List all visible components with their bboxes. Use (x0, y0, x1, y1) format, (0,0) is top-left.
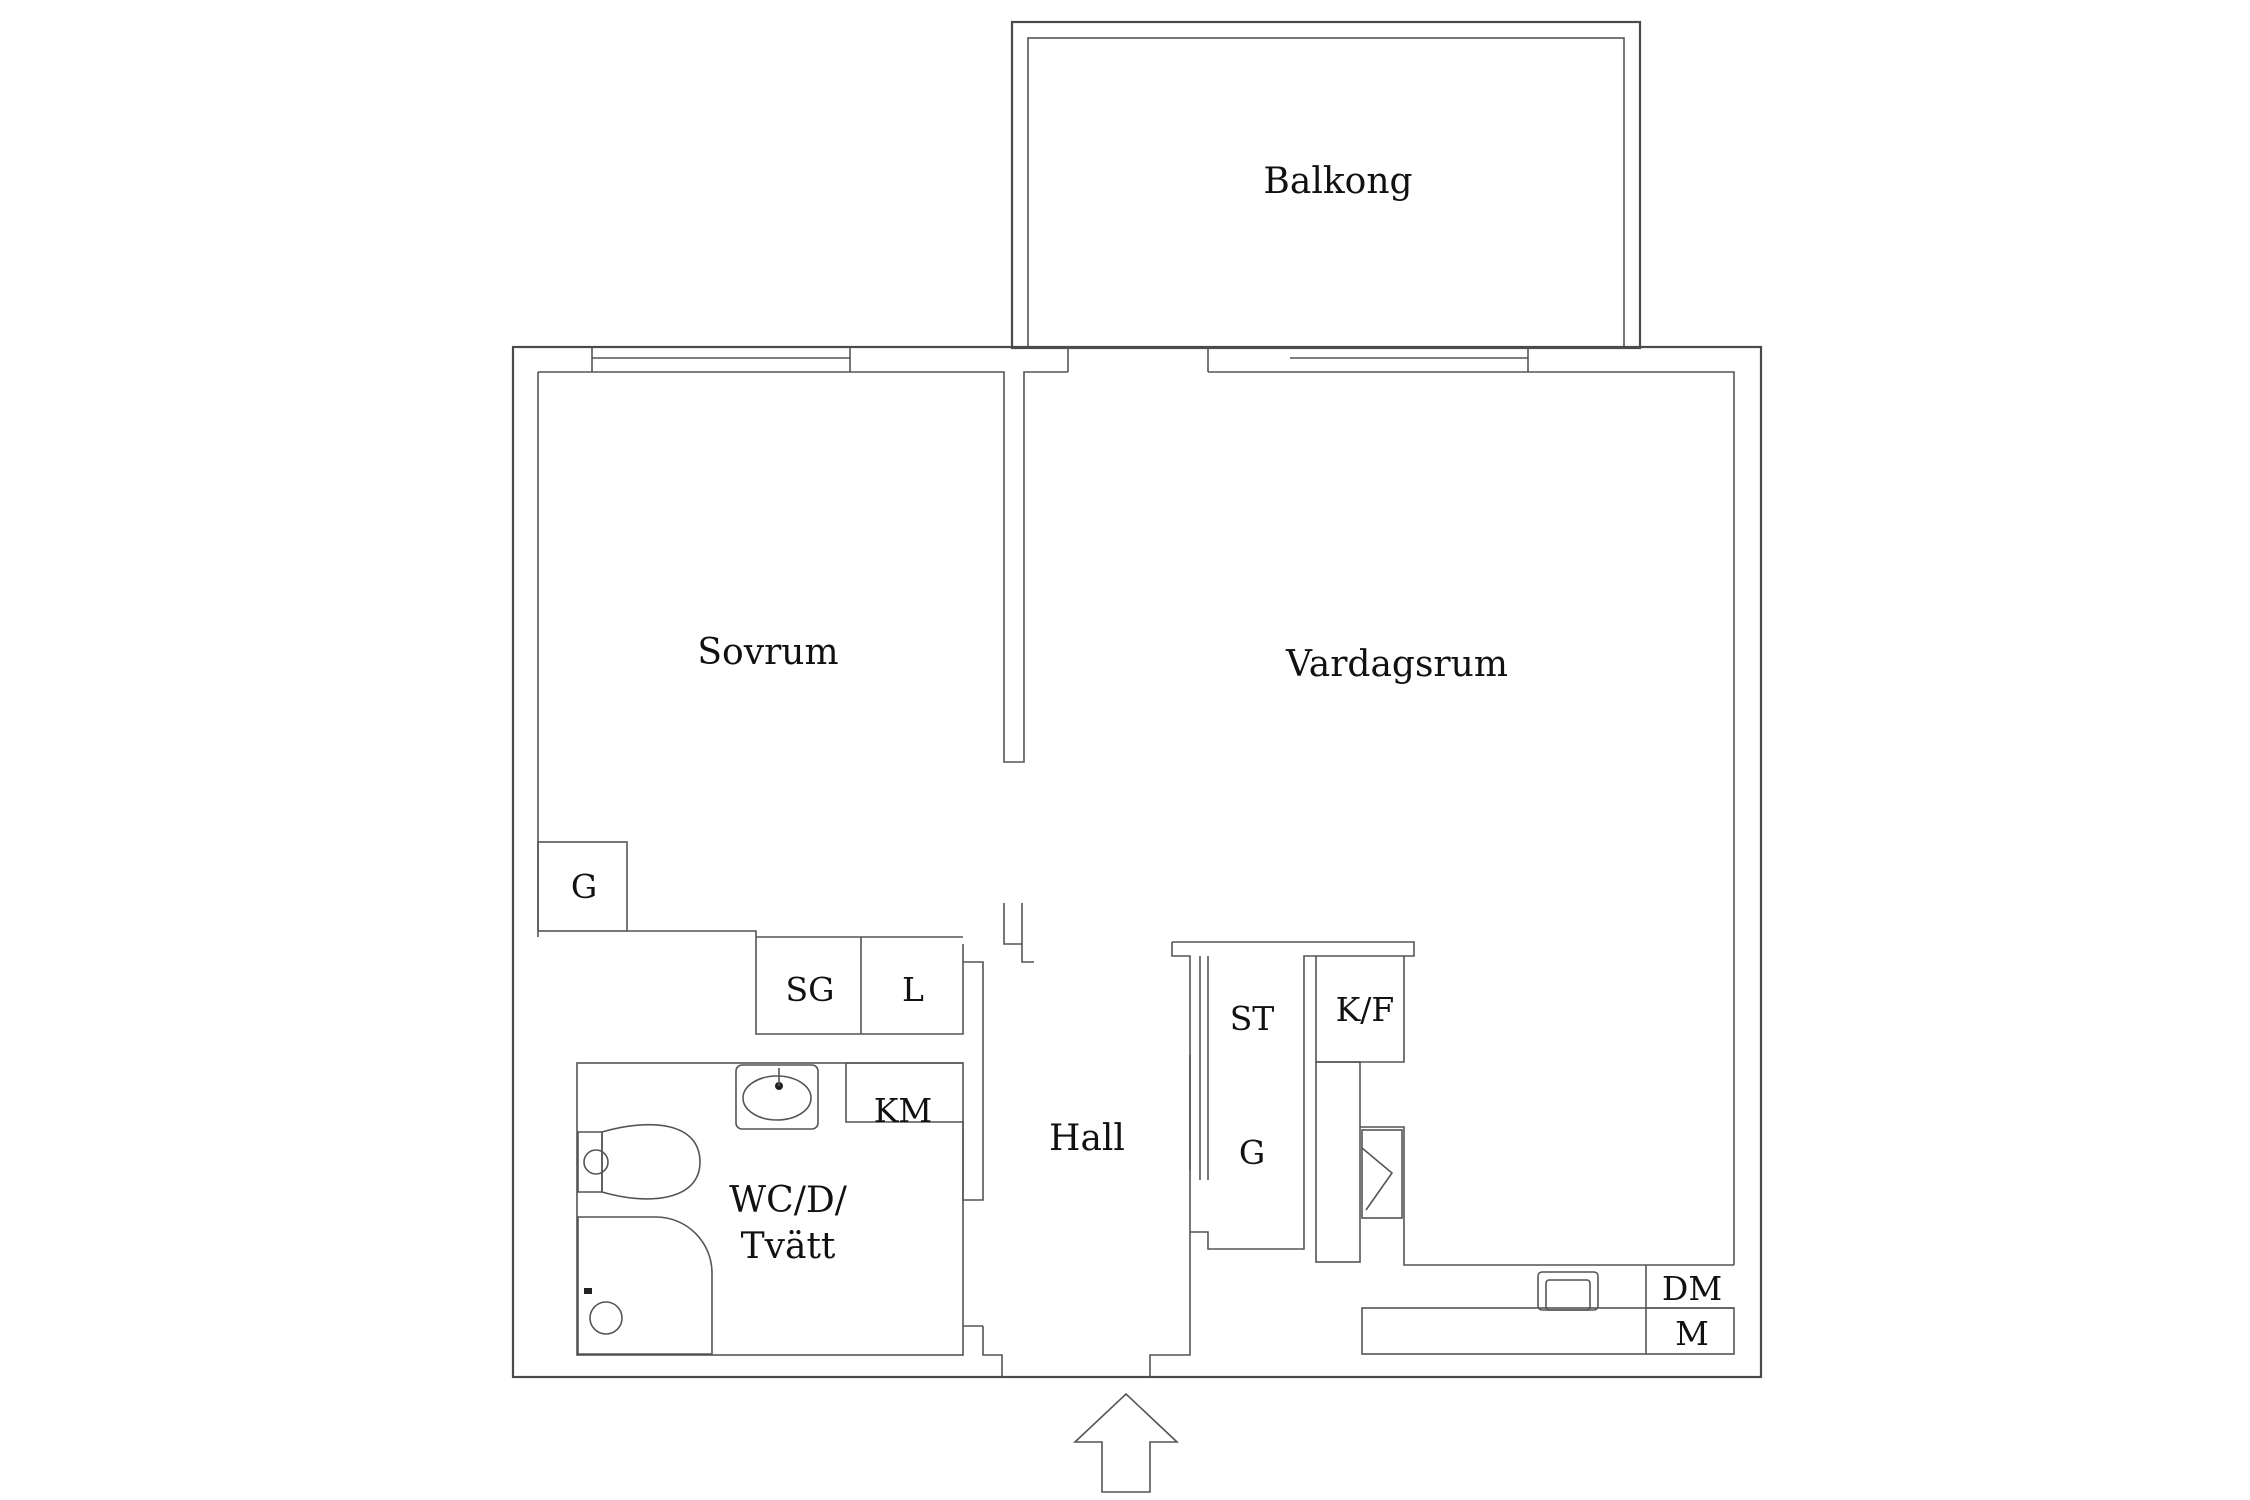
sink-icon (735, 1064, 819, 1130)
sg-label: SG (786, 970, 835, 1009)
kf-label: K/F (1336, 990, 1395, 1029)
entrance-arrow-icon (1072, 1392, 1180, 1493)
closet-g-bedroom-label: G (571, 867, 597, 906)
closet-g-hall-label: G (1239, 1133, 1265, 1172)
km-label: KM (874, 1091, 932, 1130)
outer-walls (511, 345, 1763, 1379)
hall-label: Hall (1049, 1118, 1125, 1159)
kitchen-sink-icon (1537, 1271, 1599, 1311)
l-label: L (902, 970, 924, 1009)
balkong-label: Balkong (1263, 161, 1412, 202)
wc-label-line1: WC/D/ (729, 1180, 848, 1221)
shower-icon (577, 1216, 713, 1355)
vardagsrum-label: Vardagsrum (1285, 644, 1508, 685)
kitchen (1315, 956, 1735, 1355)
bathroom (576, 961, 1003, 1377)
toilet-icon (577, 1123, 701, 1200)
wc-label-line2: Tvätt (741, 1226, 836, 1267)
bedroom-storage (537, 841, 1034, 1035)
hall-wardrobe (1149, 941, 1415, 1377)
m-label: M (1675, 1314, 1709, 1353)
dm-label: DM (1662, 1269, 1722, 1308)
sovrum-label: Sovrum (697, 632, 838, 673)
st-label: ST (1230, 999, 1275, 1038)
